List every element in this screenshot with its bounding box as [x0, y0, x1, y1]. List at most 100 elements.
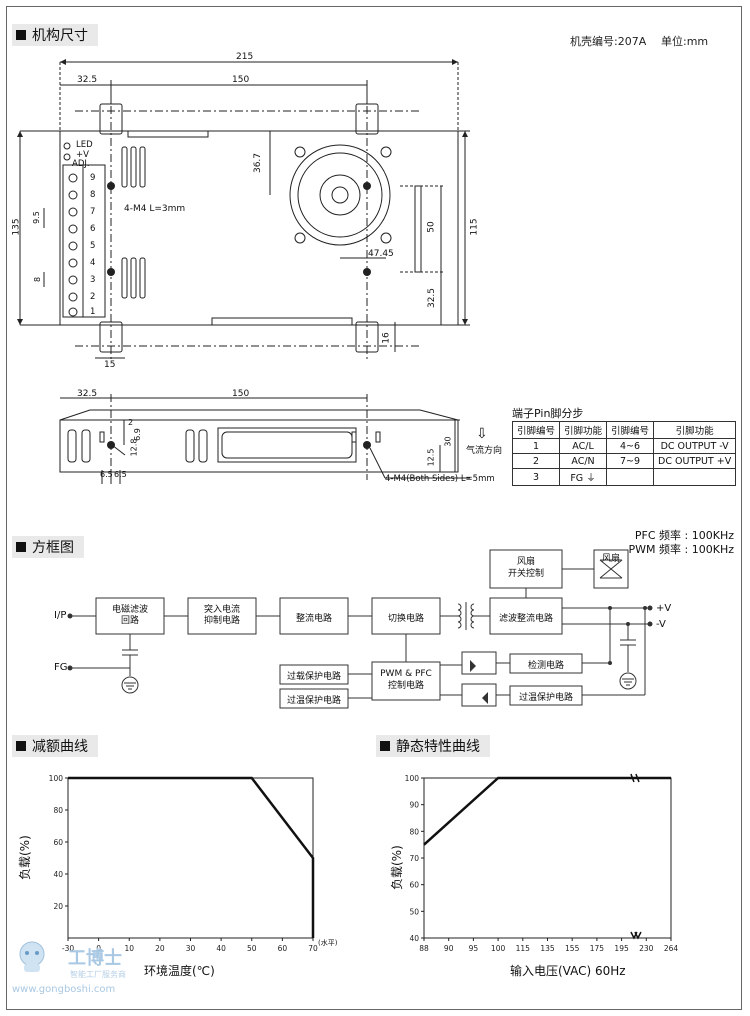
section-title-derating: 减额曲线 [12, 735, 98, 757]
x-tick-label: 70 [308, 944, 318, 953]
pin-cell [653, 468, 737, 486]
x-tick-label: 135 [540, 944, 555, 953]
pin-cell: DC OUTPUT +V [653, 453, 737, 469]
series-line [68, 776, 315, 938]
dim-50: 50 [426, 221, 437, 233]
inrush-line-1: 突入电流 [203, 605, 240, 615]
side-dim-2: 2 [128, 418, 134, 427]
emi-line-2: 回路 [120, 616, 139, 626]
y-tick-label: 50 [409, 907, 419, 916]
watermark-brand: 工博士 [68, 948, 122, 969]
pin-cell: 2 [511, 453, 561, 469]
rectifier-block: 整流电路 [295, 614, 332, 624]
x-tick-label: 50 [247, 944, 257, 953]
pin-label-9: 9 [90, 173, 96, 183]
pin-header: 引脚功能 [559, 421, 608, 439]
derating-ylabel: 负载(%) [18, 835, 32, 880]
x-tick-label: 10 [124, 944, 134, 953]
dim-32-5-top: 32.5 [77, 75, 98, 85]
section-title-static: 静态特性曲线 [376, 735, 490, 757]
section-block-label: 方框图 [32, 540, 74, 556]
switch-block: 切换电路 [387, 614, 424, 624]
square-bullet-icon [16, 30, 26, 40]
y-tick-label: 60 [409, 881, 419, 890]
fan-control-block: 风扇 开关控制 [490, 556, 562, 580]
y-tick-label: 100 [49, 774, 64, 783]
pin-table: 引脚编号 引脚功能 引脚编号 引脚功能 1 AC/L 4~6 DC OUTPUT… [511, 421, 737, 486]
inrush-block: 突入电流 抑制电路 [188, 605, 256, 627]
fg-label: FG [54, 662, 68, 673]
pin-label-2: 2 [90, 292, 96, 302]
section-derating-label: 减额曲线 [32, 739, 88, 755]
fan-block: 风扇 [601, 554, 620, 564]
x-tick-label: 60 [278, 944, 288, 953]
pin-label-7: 7 [90, 207, 96, 217]
pwm-line-1: PWM & PFC [380, 669, 432, 679]
output-rectifier-block: 滤波整流电路 [498, 614, 553, 624]
x-tick-label: 95 [469, 944, 479, 953]
pwm-pfc-block: PWM & PFC 控制电路 [372, 668, 440, 692]
x-tick-label: 175 [590, 944, 605, 953]
static-ylabel: 负载(%) [390, 845, 404, 890]
plot-frame [423, 777, 672, 939]
pin-cell: 4~6 [606, 438, 655, 454]
side-dim-12-8: 12.8 [129, 438, 139, 457]
side-dim-6-5b: 6.5 [114, 470, 127, 479]
pin-label-8: 8 [90, 190, 96, 200]
section-title-mech: 机构尺寸 [12, 24, 98, 46]
fan-ctrl-line-2: 开关控制 [507, 569, 544, 579]
square-bullet-icon [16, 542, 26, 552]
led-label: LED [76, 140, 93, 150]
x-tick-label: 30 [186, 944, 196, 953]
section-mech-label: 机构尺寸 [32, 28, 88, 44]
robot-logo-icon [19, 941, 45, 972]
y-tick-label: 70 [409, 854, 419, 863]
side-dim-30: 30 [443, 436, 453, 447]
section-title-block: 方框图 [12, 536, 84, 558]
square-bullet-icon [16, 741, 26, 751]
pin-header: 引脚编号 [511, 421, 561, 439]
x-tick-label: 100 [491, 944, 506, 953]
unit-info: 单位:mm [661, 35, 709, 48]
pin-cell: AC/L [559, 438, 608, 454]
airflow-arrow-icon: ⇩ [476, 426, 488, 442]
case-info: 机壳编号:207A [570, 35, 647, 48]
x-tick-label: 88 [419, 944, 429, 953]
table-row: 3 FG ⏚ [511, 468, 737, 486]
x-tick-label: 230 [639, 944, 654, 953]
y-tick-label: 90 [409, 801, 419, 810]
pwm-line-2: 控制电路 [387, 681, 424, 691]
pin-cell: 1 [511, 438, 561, 454]
y-tick-label: 100 [405, 774, 420, 783]
pin-cell: 7~9 [606, 453, 655, 469]
fan-ctrl-line-1: 风扇 [516, 557, 535, 567]
series-line [423, 776, 671, 846]
square-bullet-icon [380, 741, 390, 751]
plot-frame [67, 777, 314, 939]
emi-filter-block: 电磁滤波 回路 [96, 605, 164, 627]
airflow-label: 气流方向 [466, 446, 503, 456]
line-break-icon [630, 773, 640, 783]
dim-47-45: 47.45 [368, 249, 394, 259]
pin-label-6: 6 [90, 224, 96, 234]
side-view-body [59, 419, 459, 473]
pin-label-4: 4 [90, 258, 96, 268]
emi-line-1: 电磁滤波 [111, 605, 148, 615]
x-tick-label: -30 [62, 944, 74, 953]
pin-label-1: 1 [90, 307, 96, 317]
y-tick-label: 40 [409, 934, 419, 943]
pin-header: 引脚功能 [653, 421, 737, 439]
otp-right-block: 过温保护电路 [518, 693, 573, 703]
pin-cell [606, 468, 655, 486]
ip-label: I/P [54, 610, 67, 621]
pin-cell: AC/N [559, 453, 608, 469]
x-tick-label: 20 [155, 944, 165, 953]
side-dim-32-5: 32.5 [77, 389, 98, 399]
dim-36-7: 36.7 [253, 152, 264, 174]
pin-cell: FG ⏚ [559, 468, 608, 486]
pin-label-3: 3 [90, 275, 96, 285]
adj-label: ADJ. [72, 159, 90, 169]
